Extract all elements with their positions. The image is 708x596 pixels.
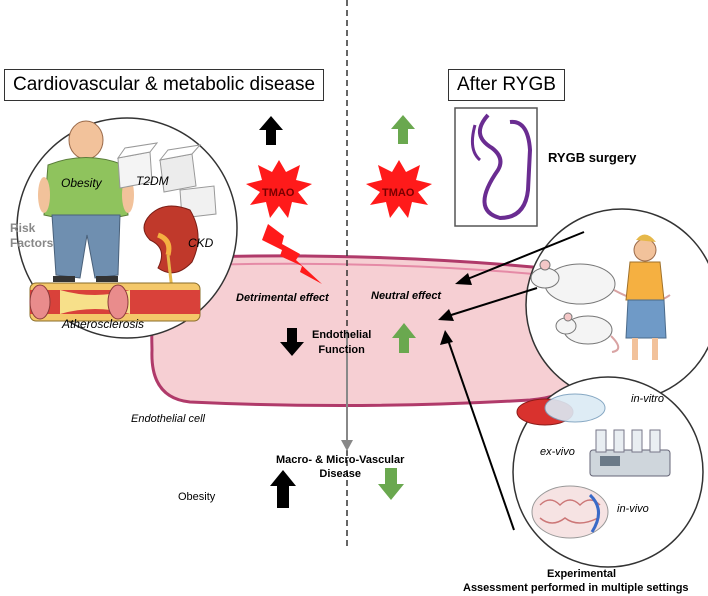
risk-factor-obesity: Obesity [61, 176, 102, 190]
models-circle [525, 208, 708, 402]
endothelial-function-label: Endothelial Function [312, 329, 372, 356]
in-vitro-label: in-vitro [631, 393, 665, 405]
lightning-bolt [262, 224, 322, 284]
risk-factor-atherosclerosis: Atherosclerosis [62, 317, 145, 331]
detrimental-effect-label: Detrimental effect [236, 292, 329, 304]
petri-dish-icon [516, 393, 606, 426]
vascular-disease-label: Macro- & Micro-Vascular Disease [276, 454, 405, 481]
tmao-star-left [246, 160, 312, 218]
sugar-cubes-icon [116, 142, 217, 219]
in-vivo-label: in-vivo [617, 503, 649, 515]
endothelial-cell-label: Endothelial cell [131, 413, 205, 425]
risk-factor-t2dm: T2DM [136, 174, 169, 188]
pointer-head-settings [440, 330, 453, 345]
settings-circle [512, 376, 704, 568]
rygb-surgery-label: RYGB surgery [548, 150, 637, 165]
experimental-caption-line1: Experimental [547, 568, 617, 580]
pointer-line-rygb [464, 231, 585, 281]
increase-arrow-top-right [391, 115, 415, 144]
obesity-outcome-label: Obesity [178, 491, 216, 503]
risk-factors-circle [16, 117, 238, 339]
brain-icon [531, 485, 609, 539]
right-panel-title: After RYGB [448, 69, 565, 101]
atherosclerosis-vessel-icon [29, 282, 201, 322]
organ-bath-icon [589, 429, 671, 477]
pointer-line-settings [447, 339, 515, 531]
pointer-line-models [447, 287, 538, 317]
rat-icon [530, 259, 671, 305]
tmao-star-right [366, 160, 432, 218]
rygb-stomach-box [454, 107, 538, 227]
obese-person-icon [38, 120, 134, 282]
increase-arrow-endothelial-right [392, 323, 416, 353]
tmao-label-right: TMAO [382, 187, 415, 199]
tmao-label-left: TMAO [262, 187, 295, 199]
ex-vivo-label: ex-vivo [540, 446, 575, 458]
experimental-caption-line2: Assessment performed in multiple setting… [463, 582, 689, 594]
risk-factor-ckd: CKD [188, 236, 214, 250]
risk-factors-label: Risk Factors [10, 221, 54, 250]
increase-arrow-top-left [259, 116, 283, 145]
pointer-head-models [438, 309, 454, 321]
decrease-arrow-endothelial-left [280, 328, 304, 356]
pointer-head-rygb [455, 273, 472, 285]
left-panel-title: Cardiovascular & metabolic disease [4, 69, 325, 101]
causal-arrow-head [341, 440, 353, 451]
neutral-effect-label: Neutral effect [371, 290, 442, 302]
woman-icon [625, 234, 667, 360]
mouse-icon [555, 312, 620, 353]
decrease-arrow-disease-right [378, 468, 404, 500]
increase-arrow-disease-left [270, 470, 296, 508]
